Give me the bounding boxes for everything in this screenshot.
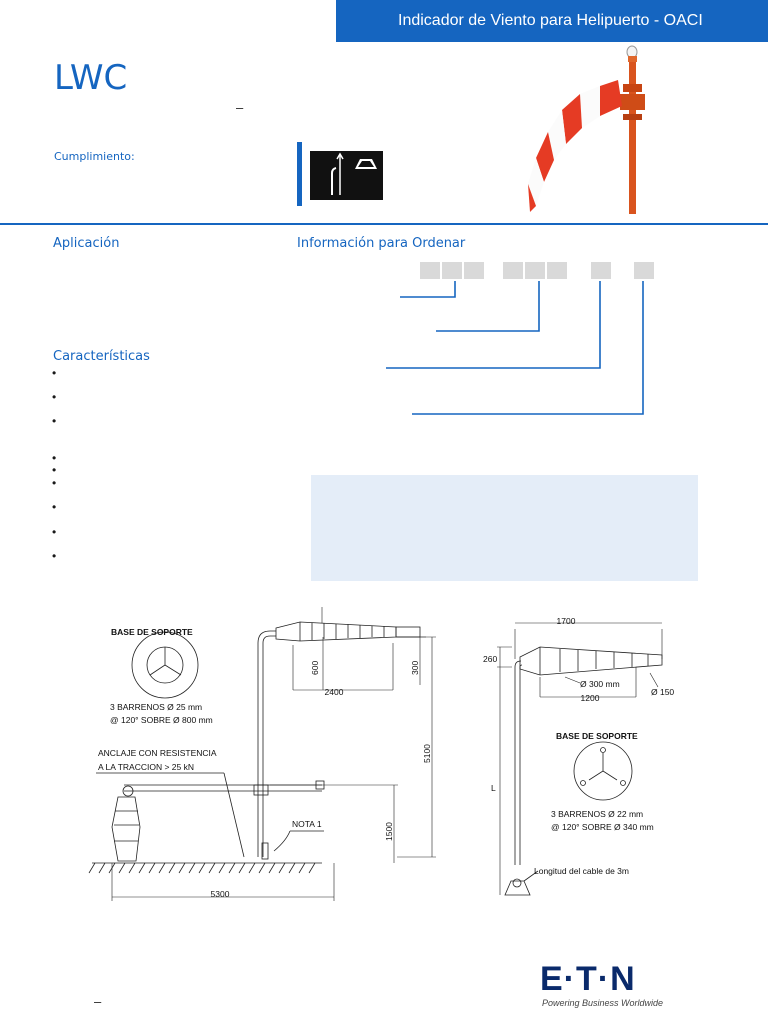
left-labels: BASE DE SOPORTE 3 BARRENOS Ø 25 mm @ 120… (98, 627, 432, 899)
code-cell (547, 262, 567, 279)
brand-name: E·T·N (540, 960, 636, 998)
product-code: LWC (54, 58, 128, 98)
base-title-right: BASE DE SOPORTE (556, 731, 638, 741)
dim-150: Ø 150 (651, 687, 674, 697)
list-item: • (52, 463, 57, 477)
dim-L: L (491, 783, 496, 793)
dim-300mm: Ø 300 mm (580, 679, 620, 689)
list-item: • (52, 549, 57, 563)
code-cell (442, 262, 462, 279)
order-code-leader-lines (386, 281, 644, 415)
right-labels: 1700 260 Ø 300 mm Ø 150 1200 L BASE DE S… (483, 616, 674, 876)
dim-2400: 2400 (325, 687, 344, 697)
dim-5100: 5100 (422, 744, 432, 763)
eaton-logo: E·T·N Powering Business Worldwide (540, 962, 663, 1008)
heading-features: Características (53, 349, 150, 364)
note-panel (311, 475, 698, 581)
dim-260: 260 (483, 654, 497, 664)
compliance-icon (310, 151, 383, 200)
holes-left-line1: 3 BARRENOS Ø 25 mm (110, 702, 202, 712)
right-elevation-drawing (504, 646, 663, 896)
holes-right-line2: @ 120° SOBRE Ø 340 mm (551, 822, 654, 832)
heading-ordering: Información para Ordenar (297, 236, 466, 251)
section-divider (0, 223, 768, 225)
dim-300: 300 (410, 661, 420, 675)
code-cell (503, 262, 523, 279)
note-label: NOTA 1 (292, 819, 322, 829)
technical-drawing: BASE DE SOPORTE 3 BARRENOS Ø 25 mm @ 120… (88, 607, 674, 901)
anchor-line1: ANCLAJE CON RESISTENCIA (98, 748, 217, 758)
code-cell (420, 262, 440, 279)
list-item: • (52, 366, 57, 380)
list-item: • (52, 525, 57, 539)
dim-600: 600 (310, 661, 320, 675)
dim-1200: 1200 (581, 693, 600, 703)
accent-bar (297, 142, 302, 206)
list-item: • (52, 476, 57, 490)
code-cell (634, 262, 654, 279)
right-dimensions (497, 622, 663, 895)
header-banner: Indicador de Viento para Helipuerto - OA… (336, 0, 768, 42)
left-dimensions (111, 607, 436, 901)
dash-mark: – (236, 100, 244, 115)
dim-1700: 1700 (557, 616, 576, 626)
dash-mark: – (94, 994, 102, 1009)
document-title: Indicador de Viento para Helipuerto - OA… (398, 12, 703, 29)
heading-application: Aplicación (53, 236, 120, 251)
list-item: • (52, 390, 57, 404)
cable-note: Longitud del cable de 3m (534, 866, 629, 876)
windsock-photo (528, 45, 645, 214)
list-item: • (52, 414, 57, 428)
brand-tagline: Powering Business Worldwide (542, 998, 664, 1008)
runway-sign-icon (310, 151, 383, 200)
holes-left-line2: @ 120° SOBRE Ø 800 mm (110, 715, 213, 725)
code-cell (525, 262, 545, 279)
code-cell (464, 262, 484, 279)
holes-right-line1: 3 BARRENOS Ø 22 mm (551, 809, 643, 819)
anchor-line2: A LA TRACCION > 25 kN (98, 762, 194, 772)
list-item: • (52, 500, 57, 514)
dim-1500: 1500 (384, 822, 394, 841)
base-title-left: BASE DE SOPORTE (111, 627, 193, 637)
dim-5300: 5300 (211, 889, 230, 899)
code-cell (591, 262, 611, 279)
compliance-label: Cumplimiento: (54, 150, 135, 163)
list-item: • (52, 451, 57, 465)
